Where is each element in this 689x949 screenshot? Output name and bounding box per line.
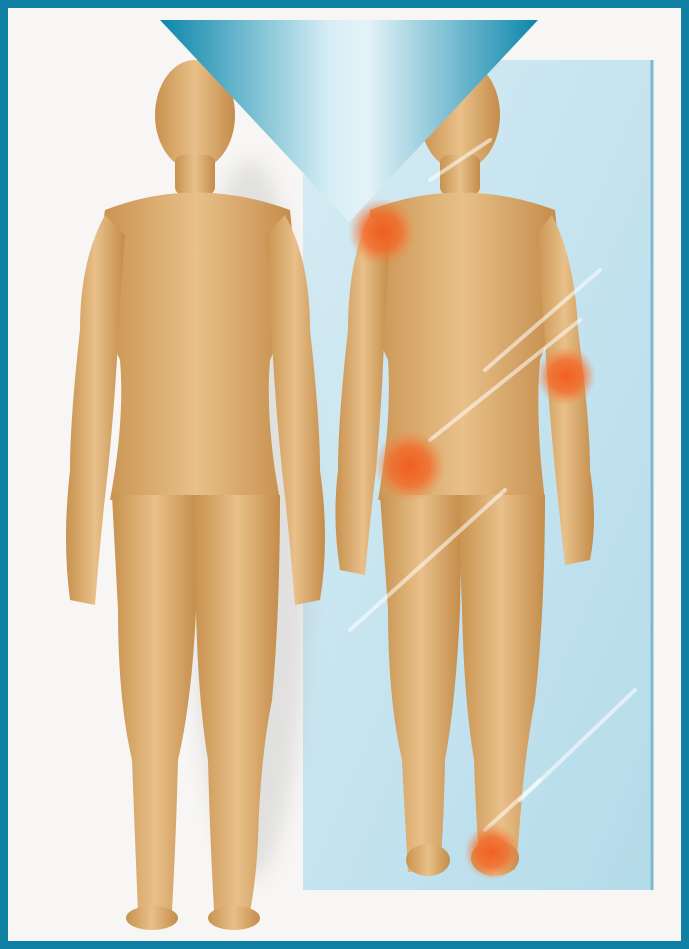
pain-spot-right-heel [464,824,520,880]
pain-spot-left-hip [374,430,446,502]
anatomy-illustration [8,8,681,941]
pain-spot-right-elbow [536,346,596,406]
